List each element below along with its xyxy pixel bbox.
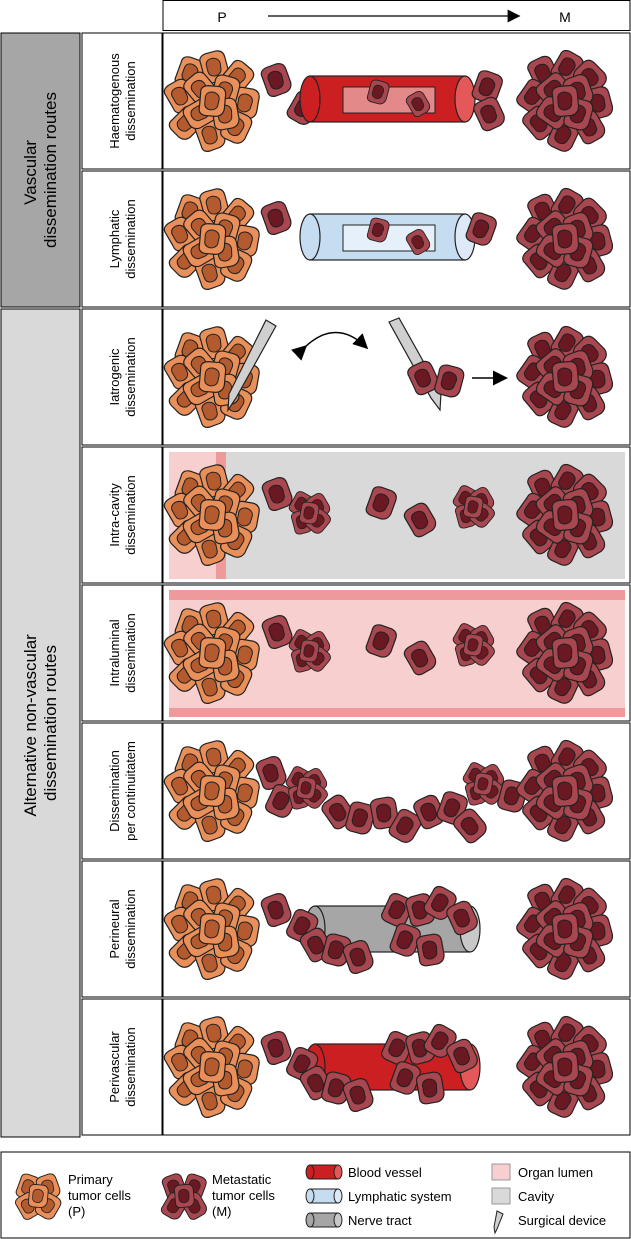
header-p-label: P <box>217 9 226 25</box>
legend-organ-lumen-label: Organ lumen <box>518 1165 593 1180</box>
row-label-perineural: Perineuraldissemination <box>107 889 138 969</box>
legend-nerve-swatch <box>306 1213 342 1227</box>
legend-nerve-label: Nerve tract <box>348 1213 412 1228</box>
metastatic-cell <box>415 933 445 967</box>
row-label-continuitatem: Disseminationper continuitatem <box>107 741 138 841</box>
header-m-label: M <box>559 9 571 25</box>
legend-cavity-swatch <box>492 1188 510 1204</box>
legend-lymphatic-swatch <box>306 1189 342 1203</box>
legend-cavity-label: Cavity <box>518 1189 555 1204</box>
metastatic-cell <box>415 1071 445 1105</box>
row-label-perivascular: Perivasculardissemination <box>107 1027 138 1107</box>
row-label-iatrogenic: Iatrogenicdissemination <box>107 337 138 417</box>
legend-blood-vessel-label: Blood vessel <box>348 1165 422 1180</box>
intraluminal-illustration <box>162 590 625 717</box>
legend-blood-vessel-swatch <box>306 1165 342 1179</box>
organ-wall-top <box>169 590 625 600</box>
group-nonvascular-label: Alternative non-vascular dissemination r… <box>21 629 60 816</box>
legend: Primary tumor cells (P) Metastatic tumor… <box>1 1152 630 1238</box>
row-label-lymphatic: Lymphaticdissemination <box>107 199 138 279</box>
header: P M <box>163 1 630 31</box>
row-label-intraluminal: Intraluminaldissemination <box>107 613 138 693</box>
lymphatic-vessel <box>300 214 475 260</box>
intracavity-illustration <box>162 452 625 579</box>
legend-organ-lumen-swatch <box>492 1164 510 1180</box>
organ-wall-bottom <box>169 708 625 717</box>
legend-lymphatic-label: Lymphatic system <box>348 1189 452 1204</box>
row-label-haematogenous: Haematogenousdissemination <box>107 53 138 149</box>
blood-vessel <box>300 76 475 122</box>
row-label-intracavity: Intra-cavitydissemination <box>107 475 138 555</box>
legend-surgical-device-label: Surgical device <box>518 1213 606 1228</box>
